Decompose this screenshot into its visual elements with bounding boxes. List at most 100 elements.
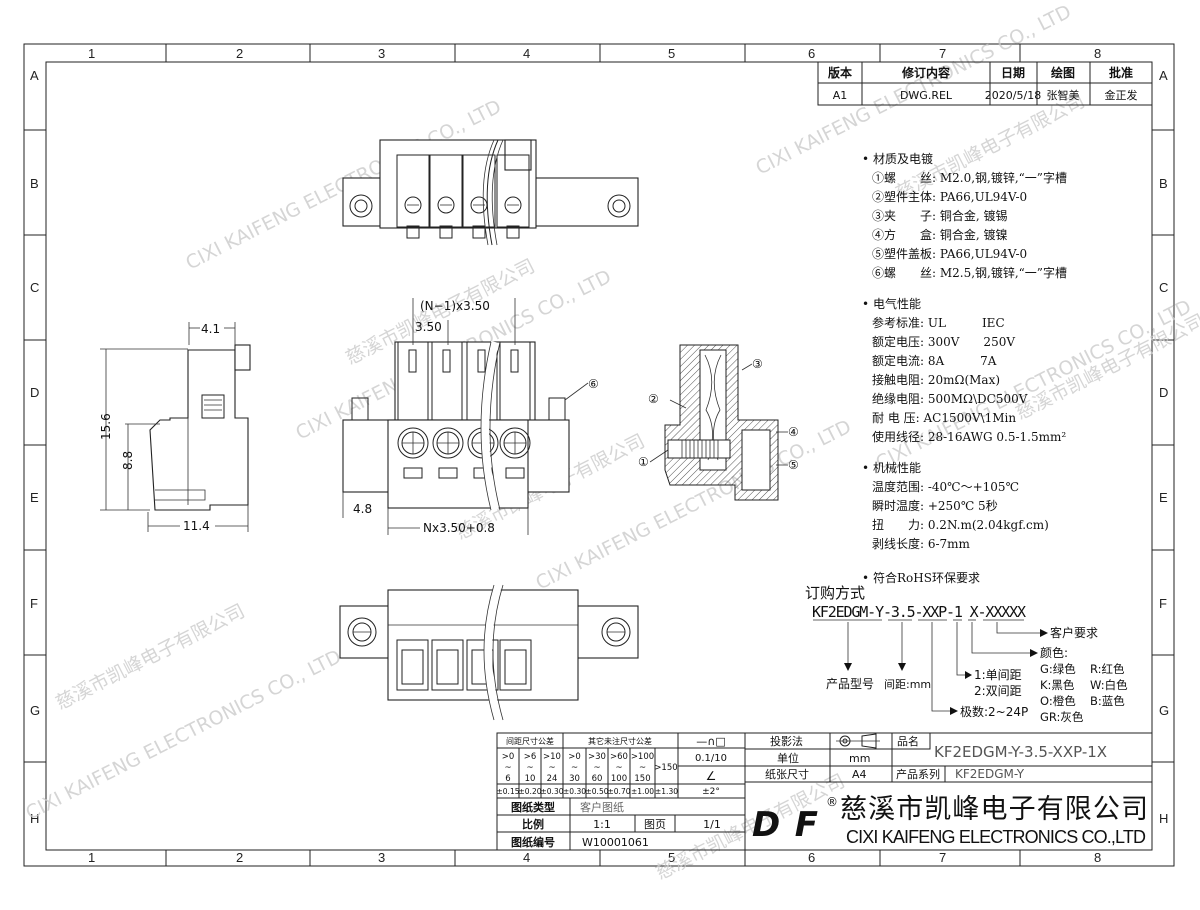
tol-value: ±0.30 bbox=[541, 787, 564, 796]
cell bbox=[462, 154, 496, 228]
cell-opening bbox=[504, 649, 527, 685]
callout-4: ④ bbox=[788, 425, 799, 439]
bottom-view bbox=[339, 583, 639, 722]
dim-4-1: 4.1 bbox=[201, 322, 220, 336]
row-label: G bbox=[1159, 703, 1169, 718]
tol-range: ~ bbox=[548, 763, 555, 773]
pin bbox=[472, 225, 486, 239]
spec-item: ④方 盒: 铜合金, 镀镍 bbox=[872, 227, 1008, 242]
unit-value: mm bbox=[849, 752, 870, 765]
revision-header: 修订内容 bbox=[901, 65, 950, 80]
dim-4-8: 4.8 bbox=[353, 502, 372, 516]
watermark-text: CIXI KAIFENG ELECTRONICS CO., LTD bbox=[22, 646, 345, 825]
plug-slot bbox=[408, 349, 417, 373]
label-model: 产品型号 bbox=[826, 677, 874, 691]
tol-range: >10 bbox=[543, 752, 561, 762]
angle-symbol: ∠ bbox=[706, 769, 717, 783]
spec-item: ②塑件主体: PA66,UL94V-0 bbox=[872, 189, 1027, 204]
column-label: 5 bbox=[668, 46, 675, 61]
revision-cell: 2020/5/18 bbox=[985, 89, 1041, 102]
tol-range: >30 bbox=[588, 752, 606, 762]
dim-width: Nx3.50+0.8 bbox=[423, 521, 495, 535]
column-label: 7 bbox=[939, 46, 946, 61]
drawing-type: 客户图纸 bbox=[580, 800, 624, 814]
screw-icon bbox=[397, 427, 429, 459]
ordering-code: KF2EDGM-Y-3.5-XXP-1 X-XXXXX bbox=[812, 603, 1026, 621]
projection-symbol bbox=[836, 733, 880, 749]
label-customer: 客户要求 bbox=[1050, 625, 1098, 640]
screw-icon bbox=[499, 427, 531, 459]
number-label: 图纸编号 bbox=[511, 835, 555, 849]
company-name-cn: 慈溪市凯峰电子有限公司 bbox=[840, 794, 1148, 825]
tol-value: ±0.70 bbox=[608, 787, 631, 796]
pin bbox=[439, 225, 453, 239]
revision-header: 批准 bbox=[1109, 65, 1133, 80]
spec-item: 接触电阻: 20mΩ(Max) bbox=[872, 372, 1000, 387]
front-view: ⑥ (N−1)x3.50 3.50 4.8 Nx3.50+0.8 bbox=[342, 298, 599, 535]
spec-item: 额定电压: 300V 250V bbox=[872, 334, 1015, 349]
watermark-text: 慈溪市凯峰电子有限公司 bbox=[1012, 310, 1200, 424]
bullet: • bbox=[862, 571, 869, 585]
screw-icon bbox=[432, 427, 464, 459]
color-option: GR:灰色 bbox=[1040, 710, 1084, 724]
screw-icon bbox=[404, 196, 422, 214]
watermark-text: 慈溪市凯峰电子有限公司 bbox=[892, 90, 1088, 204]
column-label: 3 bbox=[378, 46, 385, 61]
cell bbox=[431, 639, 464, 691]
color-option: O:橙色 bbox=[1040, 694, 1076, 708]
wire-entry bbox=[403, 467, 423, 479]
label-color: 颜色: bbox=[1040, 645, 1068, 660]
bullet: • bbox=[862, 461, 869, 475]
spec-item: 额定电流: 8A 7A bbox=[872, 353, 997, 368]
color-option: K:黑色 bbox=[1040, 678, 1075, 692]
cell bbox=[396, 154, 430, 228]
tol-range: 150 bbox=[634, 774, 650, 784]
form-symbols: —∩□ bbox=[696, 735, 725, 748]
rohs-note: 符合RoHS环保要求 bbox=[873, 570, 980, 585]
tol-value: ±1.30 bbox=[655, 787, 678, 796]
registered-mark: ® bbox=[826, 795, 838, 809]
column-label: 4 bbox=[523, 46, 530, 61]
page-value: 1/1 bbox=[703, 818, 721, 831]
callout-6: ⑥ bbox=[588, 377, 599, 391]
ordering-info: 订购方式 KF2EDGM-Y-3.5-XXP-1 X-XXXXX 产品型号 间距… bbox=[805, 584, 1128, 724]
row-label: F bbox=[1159, 596, 1167, 611]
spec-item: 耐 电 压: AC1500V\1Min bbox=[872, 411, 1016, 425]
tol-value: ±1.00 bbox=[631, 787, 654, 796]
spec-section-title: 电气性能 bbox=[873, 296, 921, 311]
column-label: 6 bbox=[808, 46, 815, 61]
angle-tol: ±2° bbox=[702, 787, 720, 797]
side-view: 4.1 15.6 8.8 11.4 bbox=[99, 322, 251, 533]
revision-cell: DWG.REL bbox=[900, 89, 953, 102]
tol-range: 30 bbox=[569, 774, 580, 784]
column-label: 6 bbox=[808, 850, 815, 865]
cell bbox=[396, 639, 429, 691]
plug-slot bbox=[442, 349, 451, 373]
row-label: C bbox=[1159, 280, 1168, 295]
drawing-number: W10001061 bbox=[582, 836, 649, 849]
tol-range: 6 bbox=[505, 774, 510, 784]
callout-1: ① bbox=[638, 455, 649, 469]
spec-item: ⑤塑件盖板: PA66,UL94V-0 bbox=[872, 246, 1027, 261]
row-label: D bbox=[30, 385, 39, 400]
color-option: R:红色 bbox=[1090, 662, 1125, 676]
spec-section-title: 机械性能 bbox=[873, 460, 921, 475]
paper-label: 纸张尺寸 bbox=[765, 767, 809, 781]
section-view: ③ ② ④ ⑤ ① bbox=[638, 344, 799, 501]
column-label: 3 bbox=[378, 850, 385, 865]
tol-range: 60 bbox=[592, 774, 603, 784]
row-label: H bbox=[30, 811, 39, 826]
tol-range: ~ bbox=[526, 763, 533, 773]
page-label: 图页 bbox=[644, 818, 666, 831]
row-label: H bbox=[1159, 811, 1168, 826]
tol-range: 24 bbox=[547, 774, 558, 784]
tol-range: >6 bbox=[524, 752, 537, 762]
tol-header: 间距尺寸公差 bbox=[506, 736, 554, 746]
row-label: D bbox=[1159, 385, 1168, 400]
spec-item: 使用线径: 28-16AWG 0.5-1.5mm² bbox=[872, 429, 1066, 444]
label-double: 2:双间距 bbox=[974, 684, 1022, 698]
callout-5: ⑤ bbox=[788, 458, 799, 472]
